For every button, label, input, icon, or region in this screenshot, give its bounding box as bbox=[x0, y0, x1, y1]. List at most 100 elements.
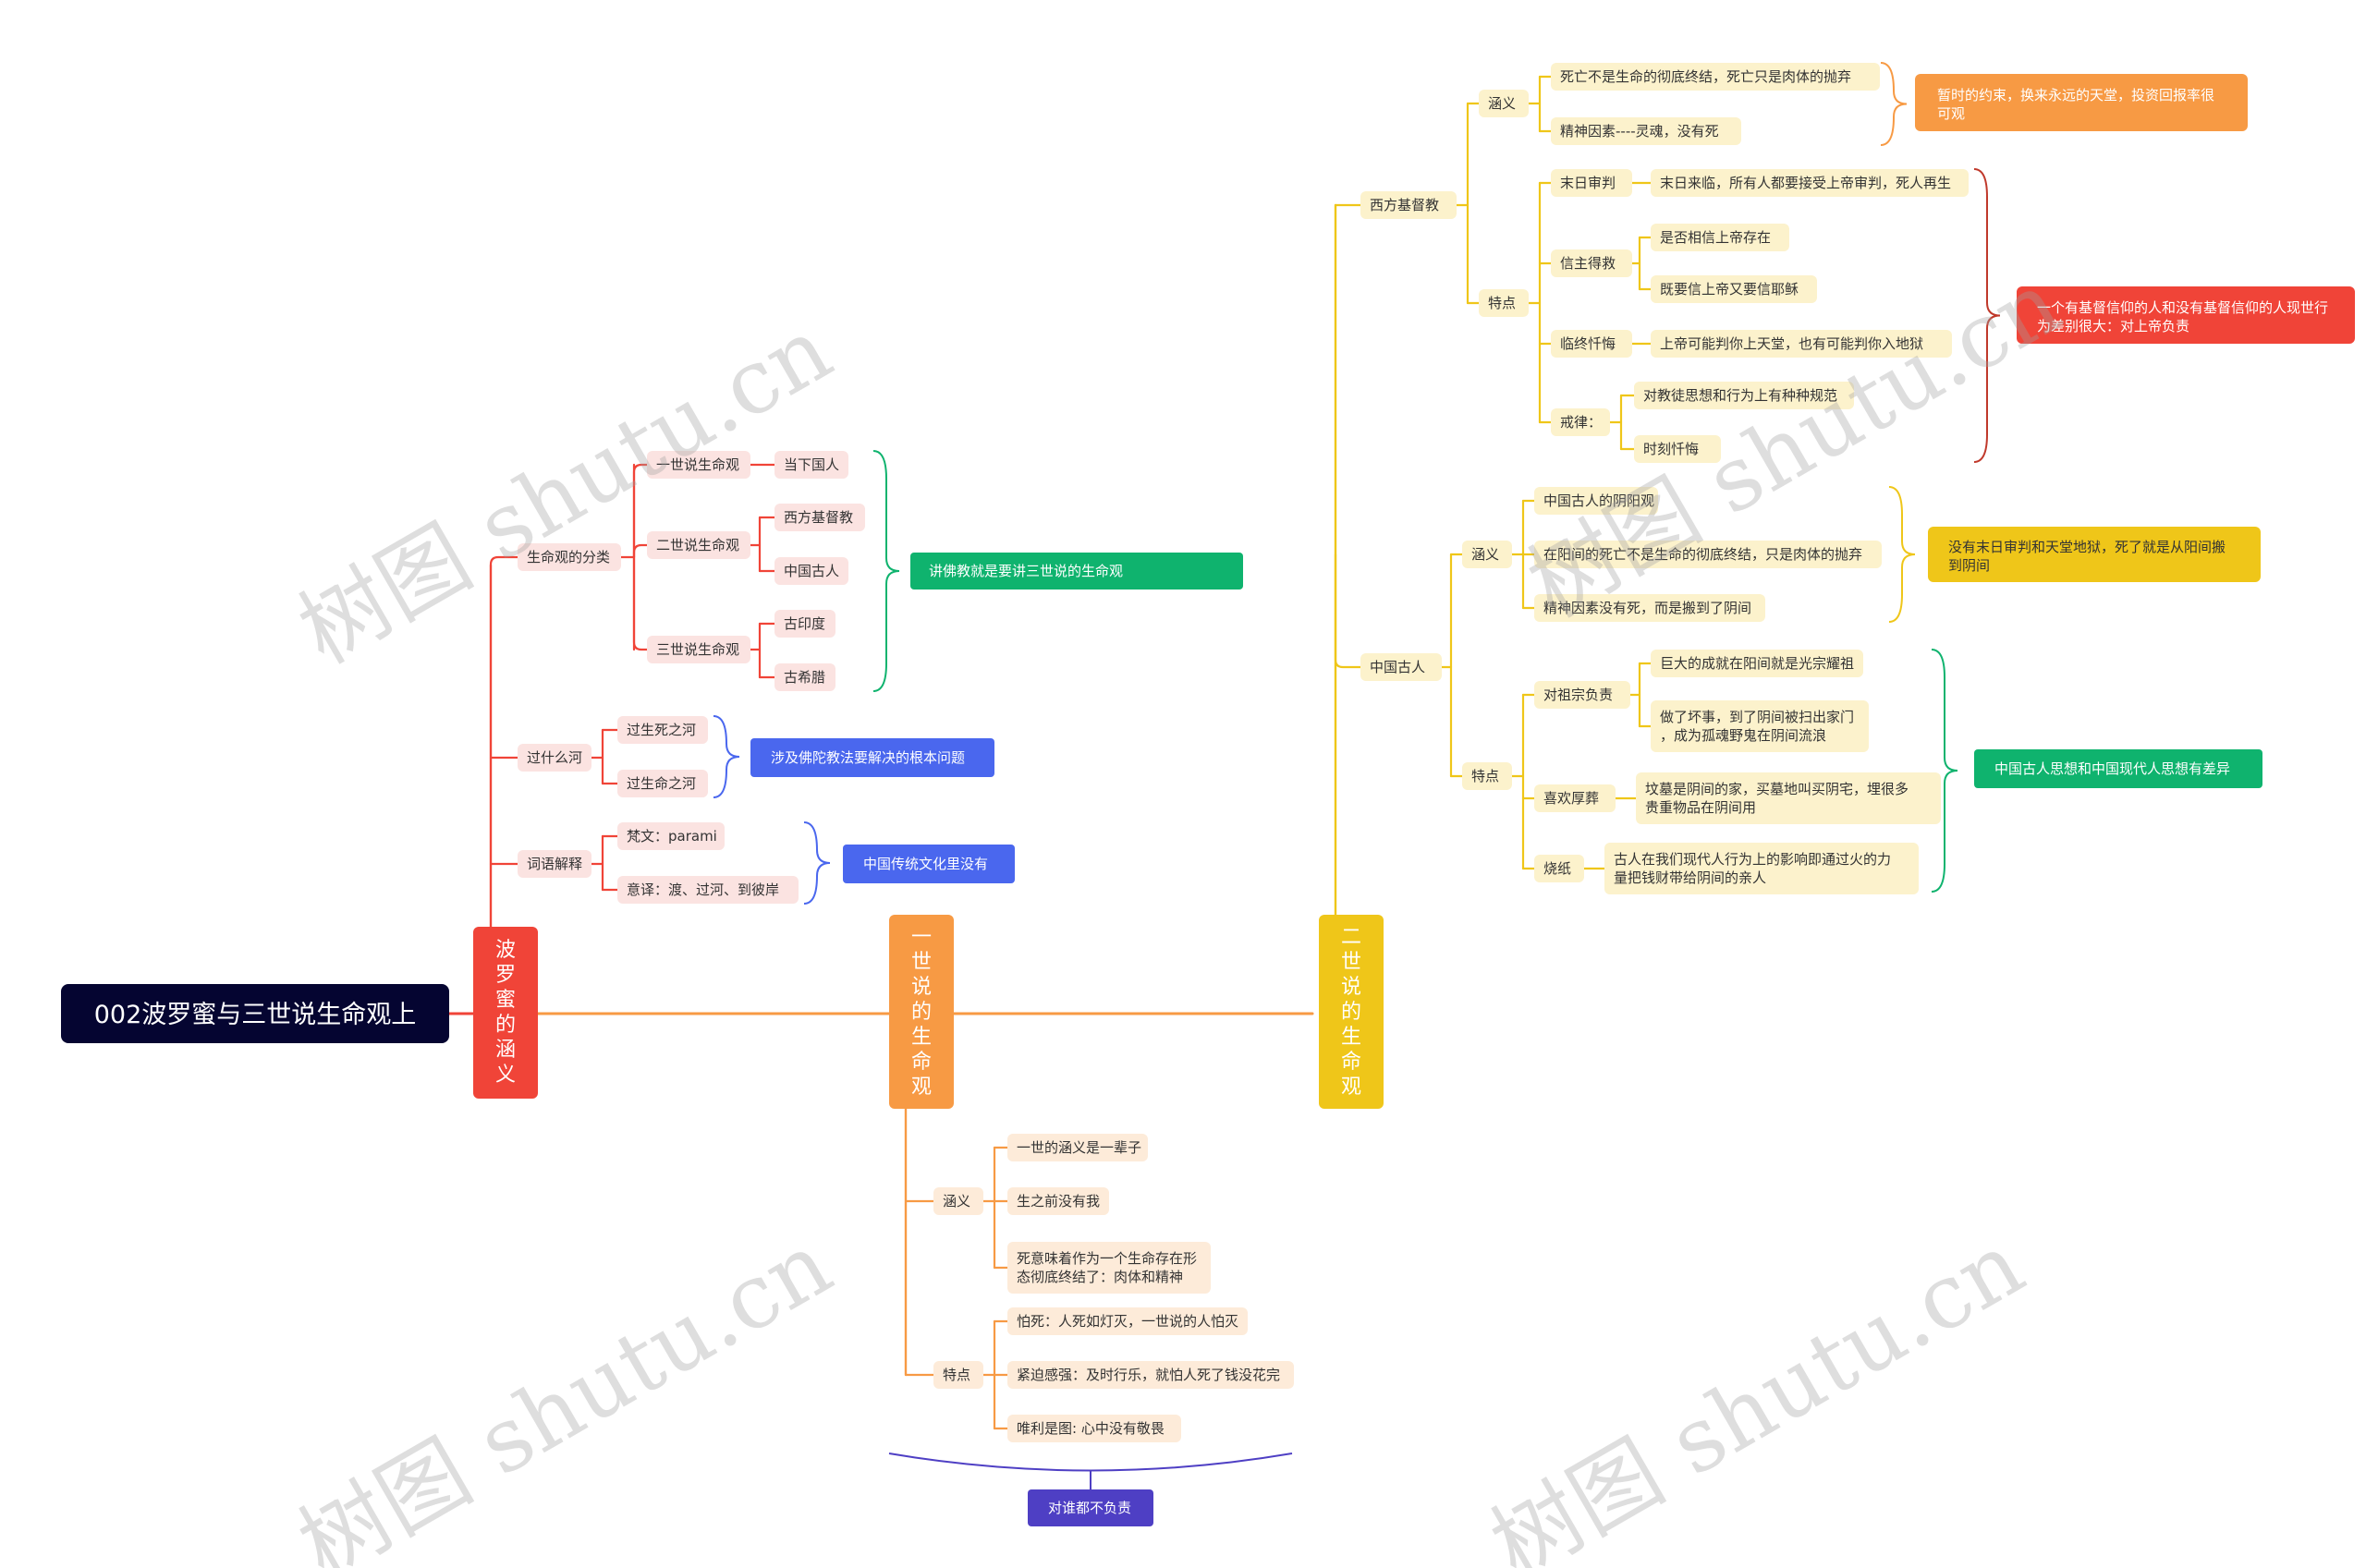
node-precept-child-2-box bbox=[1634, 435, 1721, 463]
node-china-feature-summary-box bbox=[1974, 749, 2262, 788]
connector-line bbox=[1334, 553, 1362, 669]
main-node-ershi: 二世说的生命观 bbox=[1341, 926, 1361, 1099]
node-ancestor-child-2-line: 做了坏事，到了阴间被扫出家门 bbox=[1660, 709, 1854, 725]
node-china-meaning-1-box bbox=[1534, 487, 1658, 515]
node-judgement-child-box bbox=[1651, 169, 1969, 197]
node-river-child-2-box bbox=[617, 770, 708, 797]
node-paper-child-line: 量把钱财带给阴间的亲人 bbox=[1614, 869, 1766, 886]
node-two-child-2: 中国古人 bbox=[784, 563, 839, 579]
node-china-meaning-summary: 没有末日审判和天堂地狱，死了就是从阳间搬到阴间 bbox=[1948, 539, 2226, 574]
node-repent: 临终忏悔 bbox=[1560, 335, 1616, 352]
main-node-yishi-char: 命 bbox=[911, 1051, 932, 1074]
main-node-yishi-char: 生 bbox=[911, 1026, 932, 1049]
node-judgement: 末日审判 bbox=[1560, 175, 1616, 191]
node-precept-child-1-box bbox=[1634, 382, 1854, 409]
node-china-feature-box bbox=[1462, 762, 1512, 790]
node-judgement-box bbox=[1551, 169, 1632, 197]
main-node-ershi-char: 世 bbox=[1341, 951, 1361, 974]
brace bbox=[1931, 649, 1958, 893]
node-west-meaning-1-box bbox=[1551, 63, 1880, 91]
main-node-yishi-char: 观 bbox=[911, 1076, 932, 1099]
node-one-child-box bbox=[774, 451, 848, 479]
main-node-boluomi-char: 的 bbox=[495, 1014, 516, 1037]
node-river-child-1-box bbox=[617, 716, 708, 744]
node-yishi-feature-3-box bbox=[1007, 1415, 1181, 1442]
node-yishi-meaning-2: 生之前没有我 bbox=[1017, 1193, 1100, 1209]
node-china-meaning-2-box bbox=[1534, 541, 1882, 568]
node-precept-child-1: 对教徒思想和行为上有种种规范 bbox=[1643, 387, 1837, 404]
node-west-meaning-2-box bbox=[1551, 117, 1741, 145]
node-yishi-summary: 对谁都不负责 bbox=[1048, 1500, 1131, 1516]
main-node-boluomi-char: 蜜 bbox=[495, 989, 516, 1012]
brace bbox=[888, 1453, 1293, 1472]
watermark: 树图 shutu.cn bbox=[1475, 1212, 2041, 1568]
node-ancestor-child-2: 做了坏事，到了阴间被扫出家门 ，成为孤魂野鬼在阴间流浪 bbox=[1660, 709, 1854, 744]
node-paper-child-box bbox=[1604, 843, 1919, 894]
node-three-child-1: 古印度 bbox=[784, 615, 825, 632]
main-node-boluomi-char: 涵 bbox=[495, 1039, 516, 1062]
node-yishi-meaning-box bbox=[933, 1187, 983, 1215]
brace bbox=[1973, 168, 2001, 463]
node-word-box bbox=[518, 850, 592, 878]
node-faith-child-2-box bbox=[1651, 275, 1817, 303]
node-ancestor-child-2-box bbox=[1651, 700, 1869, 752]
node-china-feature: 特点 bbox=[1471, 768, 1499, 784]
brace bbox=[713, 715, 740, 798]
node-yishi-meaning-3-line: 态彻底终结了：肉体和精神 bbox=[1017, 1269, 1183, 1285]
node-west-meaning-summary-line: 暂时的约束，换来永远的天堂，投资回报率很 bbox=[1937, 87, 2214, 103]
node-two-child-2-box bbox=[774, 557, 848, 585]
node-classify: 生命观的分类 bbox=[527, 549, 610, 565]
node-faith-child-1: 是否相信上帝存在 bbox=[1660, 229, 1771, 246]
main-node-yishi-char: 一 bbox=[911, 926, 932, 949]
node-yishi-feature-3: 唯利是图: 心中没有敬畏 bbox=[1017, 1420, 1165, 1437]
node-yishi-feature-1: 怕死：人死如灯灭，一世说的人怕灭 bbox=[1017, 1313, 1238, 1330]
node-china-meaning-3: 精神因素没有死，而是搬到了阴间 bbox=[1543, 600, 1751, 616]
node-burial: 喜欢厚葬 bbox=[1543, 790, 1599, 807]
node-ancestor-child-1-box bbox=[1651, 650, 1863, 677]
node-repent-child-box bbox=[1651, 330, 1952, 358]
node-west-meaning-2: 精神因素----灵魂，没有死 bbox=[1560, 123, 1719, 140]
connector-line bbox=[632, 543, 649, 559]
main-node-boluomi-box bbox=[473, 927, 538, 1099]
connector-lines bbox=[446, 62, 2001, 1490]
node-west: 西方基督教 bbox=[1370, 197, 1439, 213]
node-paper-box bbox=[1534, 855, 1584, 882]
node-precept: 戒律： bbox=[1560, 414, 1602, 431]
node-yishi-feature-2: 紧迫感强：及时行乐，就怕人死了钱没花完 bbox=[1017, 1367, 1280, 1383]
node-river-box bbox=[518, 744, 592, 772]
node-three-child-2-box bbox=[774, 663, 835, 691]
node-two-box bbox=[647, 531, 750, 559]
main-node-yishi-text: 一世说的生命观 bbox=[911, 926, 932, 1099]
node-ancestor-box bbox=[1534, 681, 1630, 709]
node-summary-green-box bbox=[910, 553, 1243, 590]
node-china-meaning-3-box bbox=[1534, 594, 1765, 622]
connector-line bbox=[632, 555, 649, 651]
node-burial-box bbox=[1534, 784, 1616, 812]
node-faith-child-2: 既要信上帝又要信耶稣 bbox=[1660, 281, 1799, 298]
node-west-meaning-summary: 暂时的约束，换来永远的天堂，投资回报率很可观 bbox=[1937, 87, 2214, 122]
node-west-box bbox=[1360, 191, 1457, 219]
node-river: 过什么河 bbox=[527, 749, 582, 766]
connector-line bbox=[489, 555, 519, 567]
node-three-child-1-box bbox=[774, 610, 835, 638]
node-burial-child: 坟墓是阴间的家，买墓地叫买阴宅，埋很多贵重物品在阴间用 bbox=[1645, 781, 1909, 816]
node-china-meaning-box bbox=[1462, 541, 1512, 568]
node-three: 三世说生命观 bbox=[656, 641, 739, 658]
main-node-ershi-char: 生 bbox=[1341, 1026, 1361, 1049]
node-west-feature-summary-box bbox=[2017, 286, 2355, 344]
node-three-child-2: 古希腊 bbox=[784, 669, 825, 686]
brace bbox=[1880, 62, 1908, 146]
node-yishi-meaning-3: 死意味着作为一个生命存在形态彻底终结了：肉体和精神 bbox=[1017, 1250, 1197, 1285]
node-west-meaning: 涵义 bbox=[1488, 95, 1516, 112]
main-node-ershi-char: 的 bbox=[1341, 1001, 1361, 1024]
main-node-ershi-char: 命 bbox=[1341, 1051, 1361, 1074]
node-west-meaning-summary-line: 可观 bbox=[1937, 105, 1965, 122]
brace bbox=[803, 821, 831, 905]
node-ancestor-child-2-line: ，成为孤魂野鬼在阴间流浪 bbox=[1660, 727, 1826, 744]
node-china-meaning: 涵义 bbox=[1471, 546, 1499, 563]
main-node-boluomi-char: 罗 bbox=[495, 964, 516, 987]
node-china-meaning-summary-box bbox=[1928, 527, 2261, 582]
root-node-box bbox=[61, 984, 449, 1043]
main-node-ershi-text: 二世说的生命观 bbox=[1341, 926, 1361, 1099]
node-yishi-feature-1-box bbox=[1007, 1307, 1248, 1335]
